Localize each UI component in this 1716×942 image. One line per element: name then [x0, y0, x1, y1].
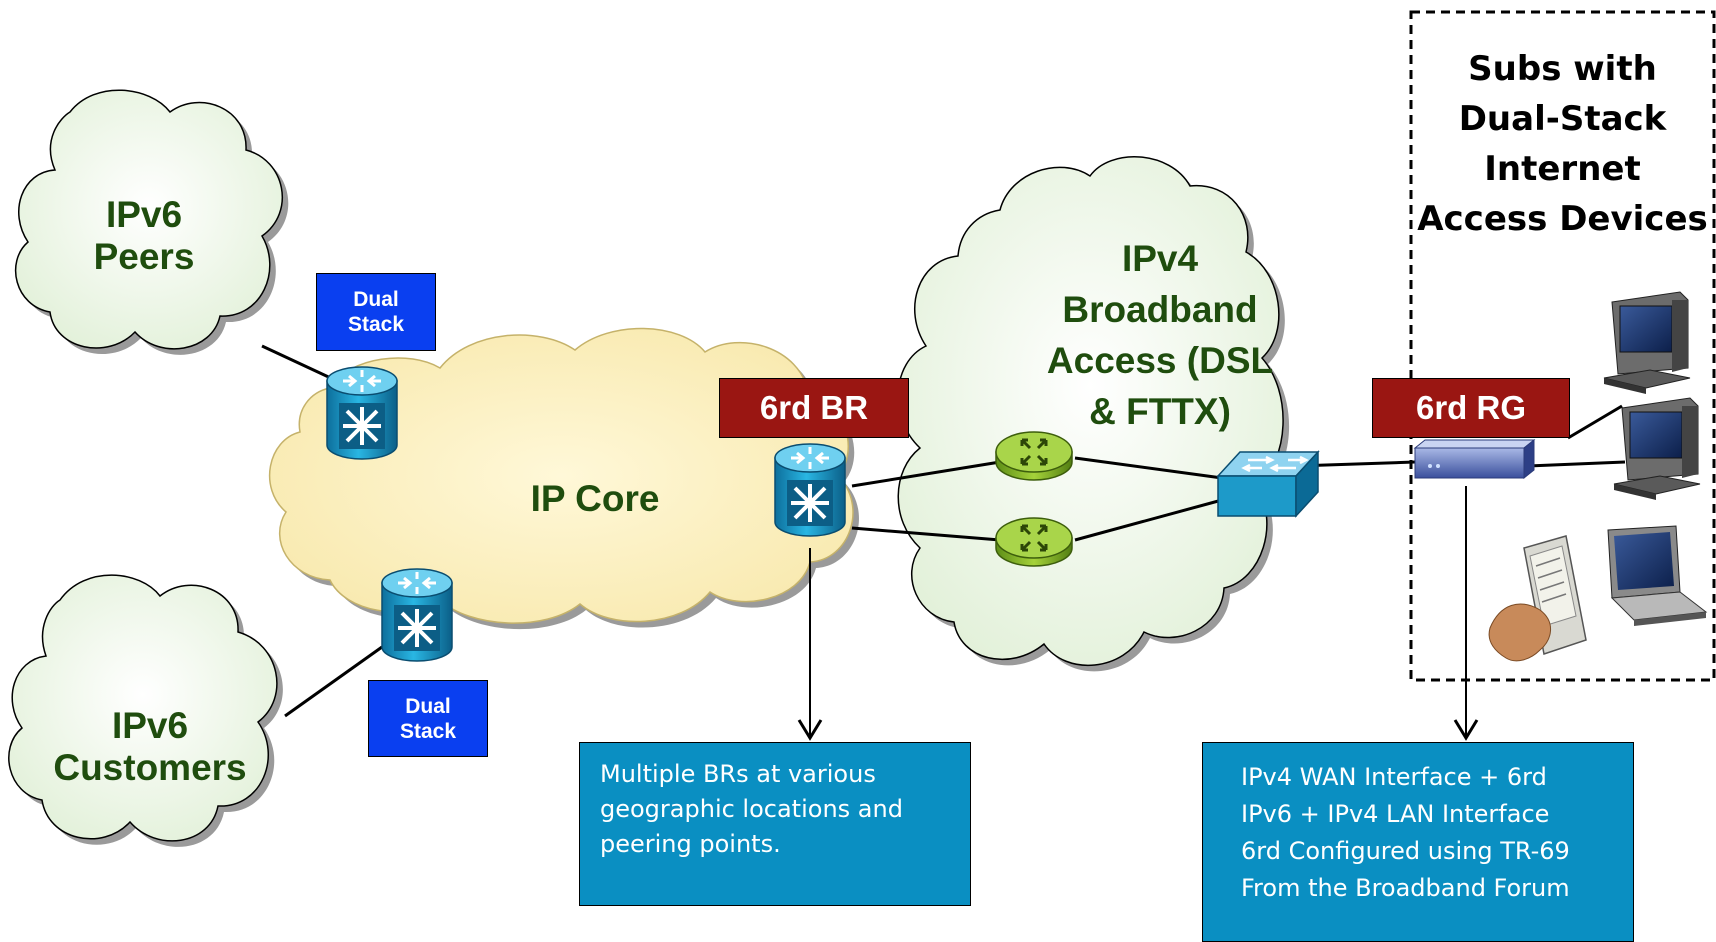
- access-router-icon: [994, 516, 1074, 568]
- ipv6-peers-cloud: [14, 89, 289, 355]
- rg-note-line4: From the Broadband Forum: [1241, 874, 1570, 902]
- dual-stack-badge-line1: Dual: [405, 694, 451, 718]
- link-router2-switch: [1074, 498, 1223, 542]
- ipv4-access-label-line2: Broadband: [1062, 289, 1258, 330]
- dual-stack-badge: Dual Stack: [368, 680, 488, 757]
- desktop-computer-icon: [1613, 397, 1701, 500]
- core-router-icon: [773, 442, 847, 538]
- ip-core-label-text: IP Core: [530, 478, 660, 519]
- br-note-line3: peering points.: [600, 830, 781, 858]
- laptop-icon: [1607, 525, 1708, 626]
- link-br-access-router-2: [851, 526, 1001, 542]
- ipv6-peers-label-line1: IPv6: [105, 194, 183, 235]
- link-router1-switch: [1074, 456, 1223, 480]
- rg-badge: 6rd RG: [1372, 378, 1570, 438]
- note-arrows: [797, 486, 1479, 741]
- ipv6-customers-label-line1: IPv6: [111, 705, 189, 746]
- ipv4-access-label: IPv4 Broadband Access (DSL & FTTX): [1010, 233, 1310, 437]
- ipv4-access-label-line1: IPv4: [1121, 238, 1199, 279]
- subscriber-box-title-line1: Subs with: [1468, 49, 1657, 89]
- link-rg-desktop: [1527, 460, 1626, 468]
- br-note: Multiple BRs at various geographic locat…: [579, 742, 971, 906]
- br-note-line2: geographic locations and: [600, 795, 903, 823]
- network-links: [261, 344, 1626, 718]
- subscriber-box-title: Subs with Dual-Stack Internet Access Dev…: [1411, 44, 1714, 244]
- subscriber-boundary-box: [1409, 10, 1716, 682]
- subscriber-box-title-line2: Dual-Stack: [1458, 99, 1667, 139]
- ipv6-customers-cloud: [8, 574, 283, 847]
- ipv4-access-label-line4: & FTTX): [1089, 391, 1231, 432]
- ipv6-customers-label-line2: Customers: [53, 747, 247, 789]
- ip-core-cloud: [269, 327, 859, 630]
- rg-note-line1: IPv4 WAN Interface + 6rd: [1241, 763, 1547, 791]
- e-reader-icon: [1488, 535, 1587, 662]
- subscriber-box-title-line3: Internet: [1484, 149, 1641, 189]
- residential-gateway-icon: [1413, 438, 1536, 480]
- ethernet-switch-icon: [1216, 450, 1320, 518]
- link-peers-router: [261, 344, 336, 382]
- link-br-access-router-1: [851, 460, 1001, 488]
- br-note-line1: Multiple BRs at various: [600, 760, 876, 788]
- ipv6-peers-label: IPv6 Peers: [64, 194, 224, 278]
- rg-note-line2: IPv6 + IPv4 LAN Interface: [1241, 800, 1550, 828]
- ipv4-access-label-line3: Access (DSL: [1046, 340, 1274, 381]
- rg-note-line3: 6rd Configured using TR-69: [1241, 837, 1570, 865]
- access-router-icon: [994, 430, 1074, 482]
- core-router-icon: [325, 365, 399, 461]
- ipv6-customers-label: IPv6 Customers: [24, 705, 276, 789]
- link-rg-badge: [1567, 404, 1623, 440]
- rg-badge-label: 6rd RG: [1415, 389, 1527, 426]
- ip-core-label: IP Core: [480, 478, 710, 520]
- ipv6-peers-label-line2: Peers: [93, 236, 195, 278]
- dual-stack-badge: Dual Stack: [316, 273, 436, 351]
- subscriber-box-title-line4: Access Devices: [1417, 199, 1708, 239]
- dual-stack-badge-line2: Stack: [347, 313, 405, 336]
- core-router-icon: [380, 567, 454, 663]
- desktop-computer-icon: [1603, 291, 1691, 394]
- br-badge-label: 6rd BR: [759, 389, 869, 426]
- link-customers-router: [284, 645, 383, 718]
- dual-stack-badge-line1: Dual: [353, 288, 399, 311]
- rg-note: IPv4 WAN Interface + 6rd IPv6 + IPv4 LAN…: [1202, 742, 1634, 942]
- dual-stack-badge-line2: Stack: [399, 719, 457, 743]
- br-badge: 6rd BR: [719, 378, 909, 438]
